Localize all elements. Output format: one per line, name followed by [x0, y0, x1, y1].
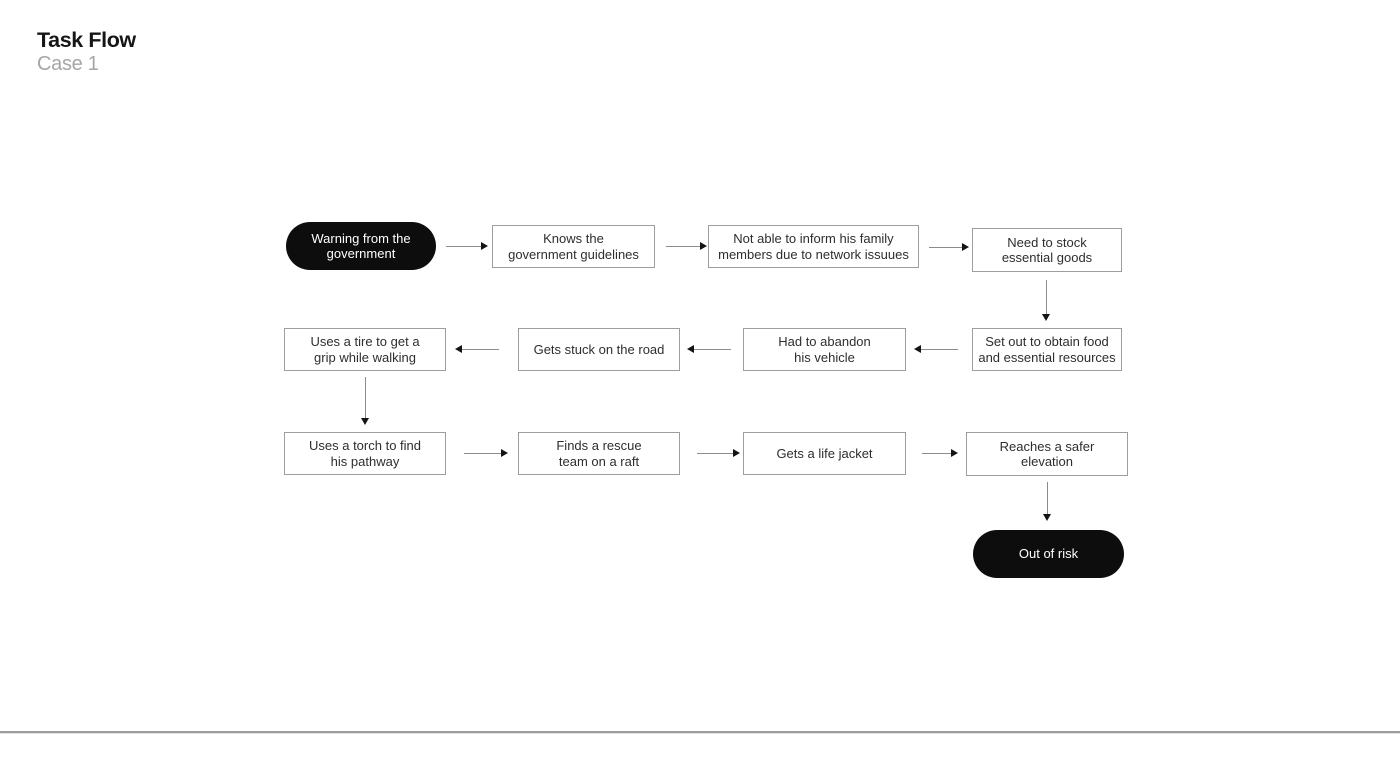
node-tire-grip: Uses a tire to get a grip while walking: [284, 328, 446, 371]
page-title: Task Flow: [37, 28, 136, 52]
node-rescue-raft: Finds a rescue team on a raft: [518, 432, 680, 475]
node-stock-goods: Need to stock essential goods: [972, 228, 1122, 272]
arrow-guidelines-to-inform-family: [666, 242, 707, 250]
arrow-torch-pathway-to-rescue-raft: [464, 449, 508, 457]
node-abandon-vehicle: Had to abandon his vehicle: [743, 328, 906, 371]
arrow-stock-goods-to-set-out: [1042, 280, 1050, 321]
arrow-life-jacket-to-safer-elevation: [922, 449, 958, 457]
arrow-set-out-to-abandon-vehicle: [914, 345, 958, 353]
arrow-abandon-vehicle-to-stuck-road: [687, 345, 731, 353]
arrow-safer-elevation-to-end: [1043, 482, 1051, 521]
node-set-out: Set out to obtain food and essential res…: [972, 328, 1122, 371]
arrow-start-to-guidelines: [446, 242, 488, 250]
arrow-inform-family-to-stock-goods: [929, 243, 969, 251]
node-life-jacket: Gets a life jacket: [743, 432, 906, 475]
node-torch-pathway: Uses a torch to find his pathway: [284, 432, 446, 475]
node-safer-elevation: Reaches a safer elevation: [966, 432, 1128, 476]
header: Task Flow Case 1: [37, 29, 136, 75]
node-guidelines: Knows the government guidelines: [492, 225, 655, 268]
page-subtitle: Case 1: [37, 52, 99, 75]
node-inform-family: Not able to inform his family members du…: [708, 225, 919, 268]
bottom-divider: [0, 731, 1400, 734]
arrow-tire-grip-to-torch-pathway: [361, 377, 369, 425]
node-stuck-road: Gets stuck on the road: [518, 328, 680, 371]
arrow-rescue-raft-to-life-jacket: [697, 449, 740, 457]
arrow-stuck-road-to-tire-grip: [455, 345, 499, 353]
node-start: Warning from the government: [286, 222, 436, 270]
node-end: Out of risk: [973, 530, 1124, 578]
